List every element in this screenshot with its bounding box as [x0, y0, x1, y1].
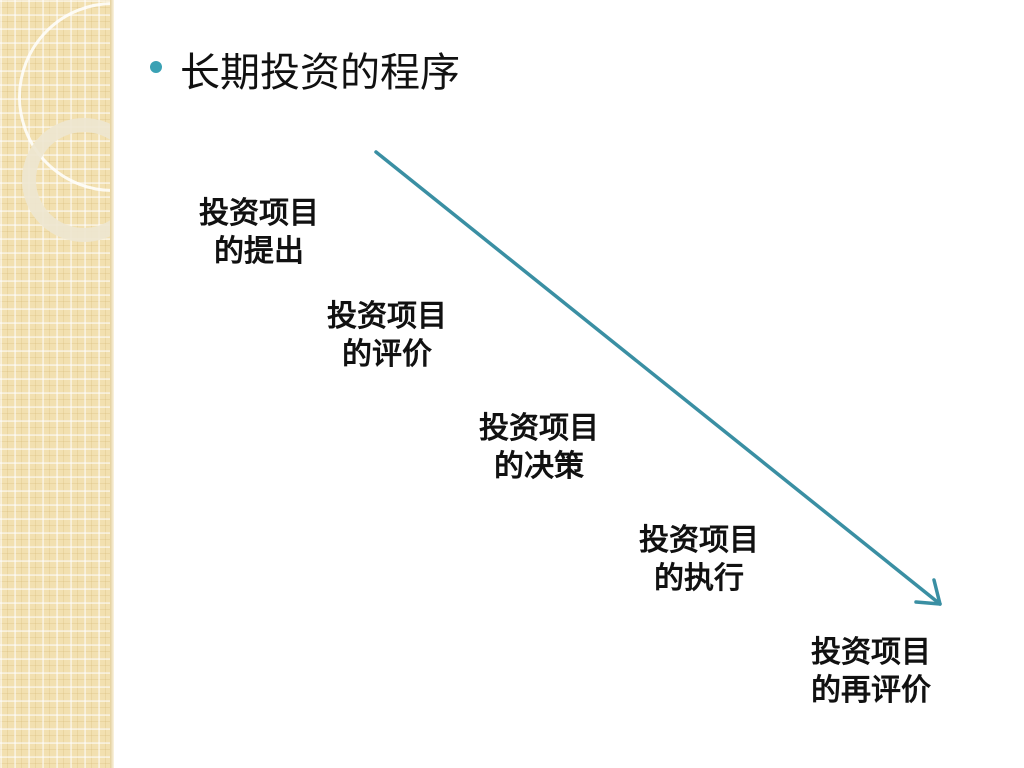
- step-propose-line1: 投资项目: [199, 196, 319, 231]
- step-re-evaluate: 投资项目 的再评价: [791, 634, 951, 710]
- step-execute-line1: 投资项目: [639, 523, 759, 558]
- step-decide-line2: 的决策: [494, 449, 584, 484]
- decorative-side-panel: [0, 0, 112, 768]
- step-evaluate-line2: 的评价: [342, 337, 432, 372]
- step-re-evaluate-line1: 投资项目: [811, 635, 931, 670]
- flow-arrow-line: [374, 150, 942, 606]
- step-propose-line2: 的提出: [214, 234, 304, 269]
- step-re-evaluate-line2: 的再评价: [811, 673, 931, 708]
- step-execute: 投资项目 的执行: [619, 522, 779, 598]
- step-evaluate: 投资项目 的评价: [307, 298, 467, 374]
- panel-divider: [110, 0, 114, 768]
- flow-arrowhead-icon: [914, 578, 942, 606]
- step-decide: 投资项目 的决策: [459, 410, 619, 486]
- step-propose: 投资项目 的提出: [179, 195, 339, 271]
- bullet-icon: [150, 61, 162, 73]
- step-execute-line2: 的执行: [654, 561, 744, 596]
- slide-title: 长期投资的程序: [180, 50, 460, 96]
- step-evaluate-line1: 投资项目: [327, 299, 447, 334]
- step-decide-line1: 投资项目: [479, 411, 599, 446]
